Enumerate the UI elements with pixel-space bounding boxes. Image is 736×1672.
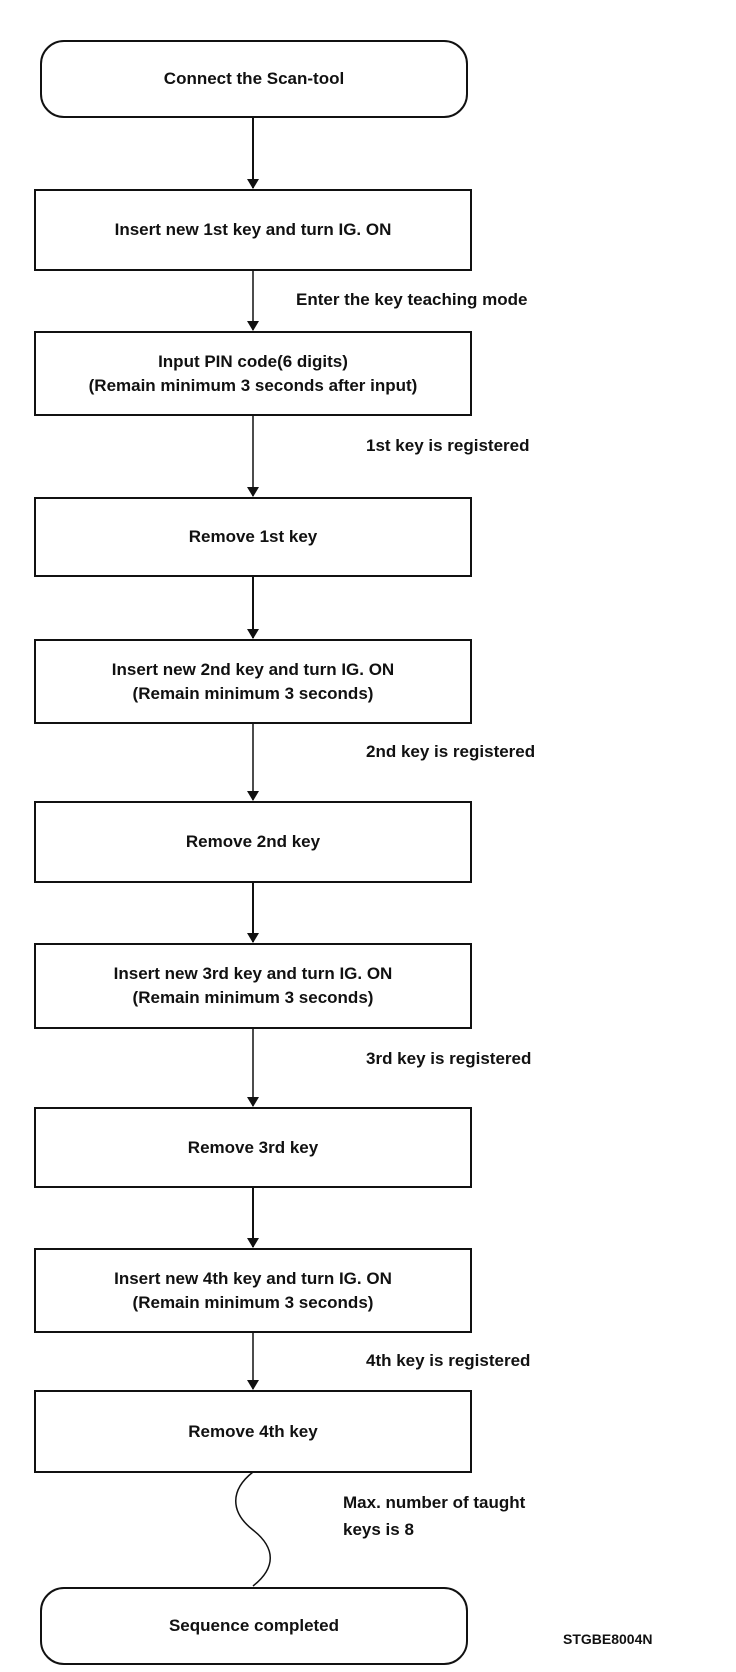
step-text: Remove 3rd key [187,1137,319,1157]
note-3rd-key-registered: 3rd key is registered [366,1049,532,1068]
step-text: Remove 2nd key [185,832,321,851]
start-terminal: Connect the Scan-tool [40,40,468,118]
step-insert-2nd-key: Insert new 2nd key and turn IG. ON (Rema… [34,639,472,724]
step-text-line1: Insert new 2nd key and turn IG. ON [111,659,395,679]
step-insert-4th-key: Insert new 4th key and turn IG. ON (Rema… [34,1248,472,1333]
step-text-line1: Insert new 3rd key and turn IG. ON [113,964,393,983]
step-text-line1: Insert new 4th key and turn IG. ON [114,1268,392,1288]
end-terminal: Sequence completed [40,1587,468,1665]
step-text: Sequence completed [168,1616,340,1635]
note-1st-key-registered: 1st key is registered [366,436,530,455]
note-2nd-key-registered: 2nd key is registered [366,742,536,761]
step-text: Remove 4th key [188,1421,318,1441]
step-insert-3rd-key: Insert new 3rd key and turn IG. ON (Rema… [34,943,472,1029]
step-text: Remove 1st key [188,527,318,546]
note-max-keys-line1: Max. number of taught [343,1493,526,1512]
step-remove-2nd-key: Remove 2nd key [34,801,472,883]
step-text-line2: (Remain minimum 3 seconds) [132,988,374,1007]
step-remove-3rd-key: Remove 3rd key [34,1107,472,1188]
step-text-line2: (Remain minimum 3 seconds after input) [88,375,418,395]
step-text-line2: (Remain minimum 3 seconds) [132,683,374,703]
step-remove-1st-key: Remove 1st key [34,497,472,577]
step-input-pin: Input PIN code(6 digits) (Remain minimum… [34,331,472,416]
step-text: Connect the Scan-tool [163,69,345,88]
figure-id: STGBE8004N [563,1631,653,1647]
note-4th-key-registered: 4th key is registered [366,1351,531,1370]
wavy-connector [235,1471,271,1587]
note-max-keys-line2: keys is 8 [343,1520,414,1539]
step-text-line1: Input PIN code(6 digits) [158,351,348,371]
step-insert-1st-key: Insert new 1st key and turn IG. ON [34,189,472,271]
note-teaching-mode: Enter the key teaching mode [296,290,528,309]
step-text-line2: (Remain minimum 3 seconds) [132,1292,374,1312]
step-remove-4th-key: Remove 4th key [34,1390,472,1473]
step-text: Insert new 1st key and turn IG. ON [114,220,392,239]
